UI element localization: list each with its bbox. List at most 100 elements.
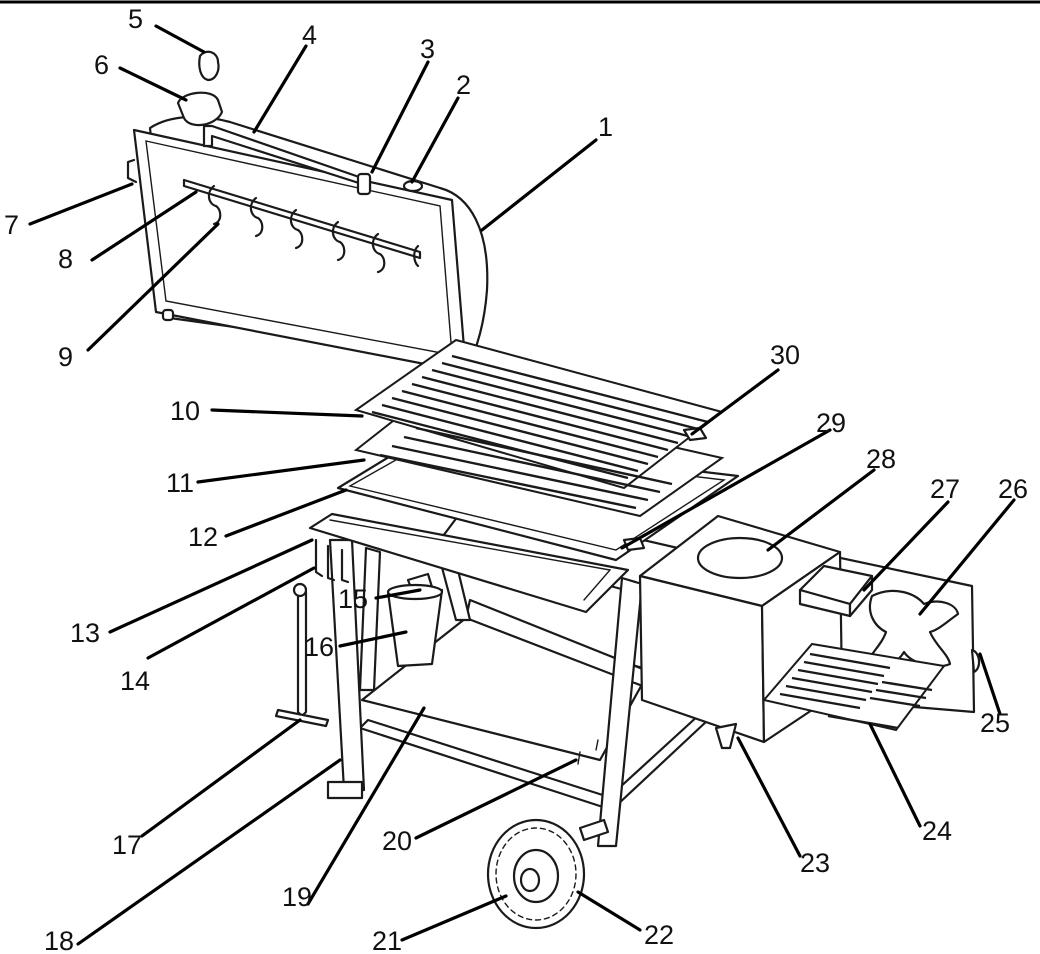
grate-bar <box>415 426 673 486</box>
leader-5 <box>154 24 206 54</box>
leader-21 <box>400 894 508 942</box>
grate-bar <box>381 403 639 473</box>
grate-bar <box>421 375 679 445</box>
callout-9: 9 <box>58 342 73 372</box>
tool-hook <box>340 548 350 584</box>
callout-17: 17 <box>112 830 142 860</box>
firebox-assembly <box>638 514 981 750</box>
leader-29 <box>620 428 832 550</box>
meat-hook <box>413 244 420 268</box>
leader-11 <box>196 458 366 484</box>
callout-24: 24 <box>922 816 952 846</box>
tool-hook <box>314 538 324 578</box>
callout-15: 15 <box>338 584 368 614</box>
lower-grate-slot <box>797 668 879 686</box>
grate-bar <box>441 361 699 431</box>
front-right-leg <box>596 576 644 848</box>
callout-3: 3 <box>420 34 435 64</box>
callout-27: 27 <box>930 474 960 504</box>
leader-17 <box>140 718 302 838</box>
lifting-tool-handle <box>274 708 330 728</box>
leader-2 <box>410 96 460 184</box>
callout-23: 23 <box>800 848 830 878</box>
damper-knob <box>198 50 220 82</box>
leader-18 <box>76 758 342 946</box>
callout-5: 5 <box>128 4 143 34</box>
meat-hooks <box>207 184 420 274</box>
support-bracket <box>714 722 738 750</box>
callout-14: 14 <box>120 666 150 696</box>
leader-27 <box>862 500 950 592</box>
callout-labels: 1 2 3 4 5 6 7 8 9 10 11 12 13 14 15 16 1… <box>4 4 1028 954</box>
leader-19 <box>306 706 426 906</box>
callout-7: 7 <box>4 210 19 240</box>
axle-pin <box>577 751 581 765</box>
callout-21: 21 <box>372 926 402 954</box>
callout-12: 12 <box>188 522 218 552</box>
cart-body <box>274 498 732 848</box>
callout-18: 18 <box>44 926 74 954</box>
callout-22: 22 <box>644 920 674 950</box>
axle-pin <box>595 739 599 751</box>
grates <box>336 338 740 562</box>
lower-grate-slot <box>779 692 861 710</box>
wheel-axle <box>578 818 610 842</box>
meat-hook <box>207 184 222 226</box>
meat-hook <box>289 208 304 250</box>
leader-lines <box>28 24 1016 946</box>
grate-bar <box>391 444 649 502</box>
smoke-stack <box>176 91 224 127</box>
leader-16 <box>338 630 408 648</box>
callout-30: 30 <box>770 340 800 370</box>
callout-8: 8 <box>58 244 73 274</box>
grate-bars <box>371 354 709 510</box>
callout-16: 16 <box>304 632 334 662</box>
leader-7 <box>28 182 134 226</box>
leader-13 <box>108 538 314 634</box>
grate-bar <box>403 435 661 494</box>
lifting-tool-hook <box>292 582 308 598</box>
meat-hook <box>371 232 386 274</box>
side-panel-cutout <box>864 589 960 668</box>
callout-2: 2 <box>456 70 471 100</box>
callout-28: 28 <box>866 444 896 474</box>
callout-4: 4 <box>302 20 317 50</box>
lid-assembly <box>126 50 489 374</box>
callout-13: 13 <box>70 618 100 648</box>
meat-hook <box>331 220 346 262</box>
wheel-assembly <box>486 818 586 930</box>
leader-15 <box>374 588 422 600</box>
ash-bucket <box>386 588 444 668</box>
leader-12 <box>224 488 348 538</box>
leader-14 <box>146 566 316 660</box>
callout-1: 1 <box>598 112 613 142</box>
callout-19: 19 <box>282 882 312 912</box>
lid-side-handle <box>126 158 138 184</box>
leader-1 <box>480 138 598 232</box>
tool-hook <box>326 544 336 582</box>
front-tray <box>308 512 630 614</box>
wheel-hub <box>519 867 541 893</box>
callout-29: 29 <box>816 408 846 438</box>
grate-bar <box>431 368 689 438</box>
front-left-leg <box>328 538 366 792</box>
leader-8 <box>90 190 198 262</box>
leader-3 <box>370 60 430 174</box>
callout-25: 25 <box>980 708 1010 738</box>
lower-grate-slot <box>881 680 933 692</box>
leader-20 <box>414 758 578 840</box>
leader-22 <box>576 890 642 932</box>
grate-bar <box>391 396 649 466</box>
leg-foot <box>326 780 364 800</box>
callout-10: 10 <box>170 396 200 426</box>
inner-left-leg <box>358 546 382 692</box>
lower-grate-slot <box>803 660 885 678</box>
firebox-front <box>638 574 766 744</box>
leader-24 <box>868 722 922 828</box>
lid-foot <box>161 308 175 322</box>
grate-bar <box>379 453 637 510</box>
leader-26 <box>918 498 1016 616</box>
lower-grate-slot <box>869 696 921 708</box>
leader-9 <box>86 222 220 352</box>
